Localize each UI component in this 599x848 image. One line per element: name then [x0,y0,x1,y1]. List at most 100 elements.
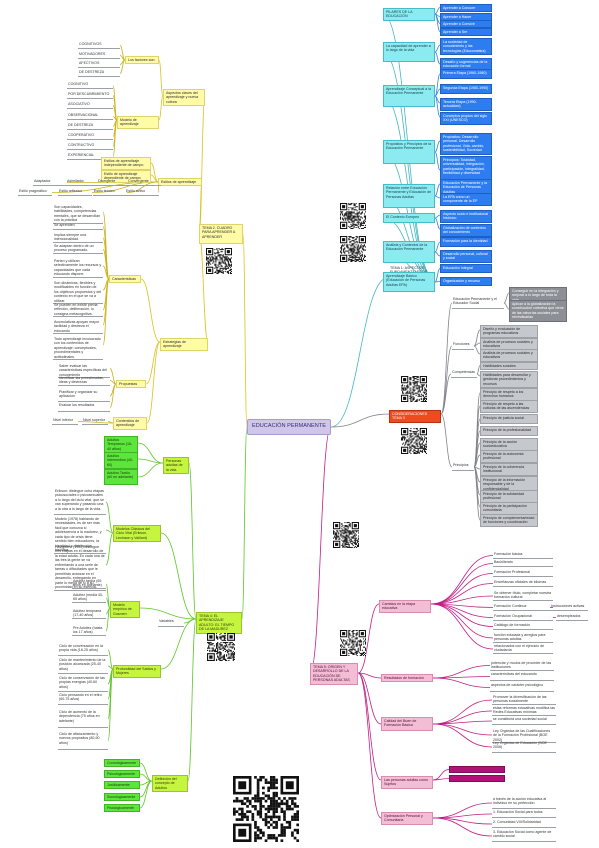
tema-5-node: TEMA 5: ORIGEN Y DESARROLLO DE LA EDUCAC… [310,663,358,685]
etapa-item: Adultez tardía (65 años en adelante) [72,579,106,589]
optimizacion-item: 2. Comunidad VIII/Solidaridad [492,820,556,828]
t4-def-item: Sociológicamente [104,793,140,802]
cambio-item: Enseñanzas oficiales de idiomas [493,580,553,587]
t3-principio-item: Principio de justicia social [480,414,538,424]
variables-node: Variables [158,619,184,627]
connector-line [107,668,114,742]
resultado-item: potenciar y modos de proceder de las ins… [490,661,554,671]
t1-branch-node: Relación entre Educación Permanente y Ed… [383,184,435,208]
ciclo-item: Ciclo de afianzamiento y nuevos propósit… [58,732,108,750]
connector-line [434,251,441,257]
cambio-item: Bachillerato [493,560,553,567]
connector-line [382,51,434,278]
t4-item: Adultos Intermedios (40-60) [104,452,138,470]
connector-line [139,607,197,620]
t3-principio-item: Principio de la información responsable … [480,476,538,494]
connector-line [440,302,453,415]
connector-line [140,278,161,343]
connector-line [432,723,493,748]
estilo-item: Estilo de aprendizaje dependiente de cam… [101,170,151,183]
qr-code-icon [333,522,359,548]
t1-item: Aprender a Conocer [440,4,492,13]
connector-line [357,603,380,674]
factor-item: AFECTIVOS [78,61,120,68]
t1-branch-node: El Contexto Europeo [383,213,435,223]
personas-adultas-node: Personas adultas de la vida [163,457,189,475]
connector-line [137,462,164,478]
t3-principio-item: Principio de respeto a las culturas de l… [480,400,538,413]
cambio-item: Formación Continua [493,604,553,611]
cambio-extra: Instrucciones activas [550,604,588,611]
caracteristica-item: Son dinámicas, flexibles y modificables … [53,281,103,305]
optimizacion-item: 1. Educación Social para todos [492,810,556,818]
modelo-text: Havighurst (1953) distingue tres etapas … [54,545,106,591]
connector-line [126,181,159,193]
sujeto-item [449,775,505,782]
t1-item: Educación Integral [440,264,492,273]
personas-sujetos-node: Las personas adultas como Sujetos [381,776,433,789]
t1-branch-node: Aprendizaje Básico (Educación de Persona… [383,272,435,292]
propuesta-item: Evaluar los resultados [58,403,110,412]
central-topic: EDUCACIÓN PERMANENTE [247,419,331,435]
modelo-item: OBSERVACIONAL [67,113,113,120]
cambio-item: Formación Ocupacional [493,614,553,621]
t3-principio-item: Principio de complementariedad de funcio… [480,514,538,527]
ciclo-item: Ciclo de conversación en la propia vida … [58,644,108,656]
modelo-text: Modelo (1978) hablando de necesidades, e… [54,517,106,554]
connector-line [105,607,111,632]
cambio-item: Formación Profesional [493,570,553,577]
connector-line [440,413,453,468]
qr-code-icon [340,236,366,262]
t3-principio-item: Principio de respeto a los derechos huma… [480,388,538,401]
estilo-leaf: Convergente [127,179,161,186]
connector-line [241,426,248,620]
qr-code-icon [206,248,232,274]
factor-item: COGNITIVOS [78,42,120,49]
connector-line [105,501,114,534]
estilo-leaf: Divergente [97,179,131,186]
qr-code-icon [340,203,366,229]
connector-line [473,345,481,355]
etapa-item: Adultez temprana (17-40 años) [72,609,106,619]
contenidos-node: Contenidos de aprendizaje [113,417,147,430]
connector-line [242,233,248,428]
optimizacion-node: Optimización Personal y Comunitaria [381,812,433,825]
connector-line [105,529,114,534]
connector-line [357,672,382,679]
modelo-item: ASOCIATIVO [67,102,113,109]
caracteristica-item: Se pueden en existir previa reflexión, d… [53,303,103,318]
caracteristicas-node: Características [109,275,141,284]
contenido-item: Nivel superior [82,418,108,425]
qr-code-icon [401,376,427,402]
qr-code-icon [401,428,427,454]
modelo-item: CONTRUCTIVO [67,143,113,150]
connector-line [330,276,390,428]
t1-item: Educación Permanente y la Educación de P… [440,179,492,197]
modelo-item: COGNITIVO [67,82,113,89]
calidad-item: Ley Orgánica de las Cualificaciones de l… [492,729,556,744]
qr-code-icon [233,776,299,842]
definicion-node: Definición del concepto de Adultos [152,775,188,793]
cambio-item: Catálogo de formación [493,623,553,630]
cambio-item: relacionados con el ejercicio de ciudada… [493,644,553,654]
contenido-item: Nivel inferior [52,418,78,425]
connector-line [330,413,390,428]
ciclo-item: Ciclo de mantenimiento de la posición al… [58,658,108,674]
t1-branch-node: Propósitos y Principios de la Educación … [383,140,435,164]
t1-branch-node: Aprendizaje Conceptual a la Educación Pe… [383,85,435,107]
connector-line [102,278,110,346]
t1-item: Aspecto socio e institucional histórico [440,210,492,223]
propuesta-item: Identificar las preestimadas, ideas y de… [58,376,110,386]
t1-branch-node: PILARES DE LA EDUCACIÓN [383,8,435,21]
t1-item: Globalización de contextos del conocimie… [440,224,492,237]
caracteristica-item: Se adaptan dentro de un proceso programa… [53,244,103,254]
calidad-node: Calidad del Buen de Formación Básica [381,717,433,731]
connector-line [503,302,510,310]
t1-item: La EPA como un componente de la EP [440,193,492,206]
connector-line [112,119,118,157]
cambios-node: Cambios en la etapa educativa [379,600,431,613]
t3-item: Diseño y evaluación de programas educati… [480,325,538,338]
sujeto-item [449,766,505,773]
t1-item: Propósitos: Desarrollo personal, Desarro… [440,133,492,155]
estilo-leaf: Estilo pragmático [18,189,52,196]
